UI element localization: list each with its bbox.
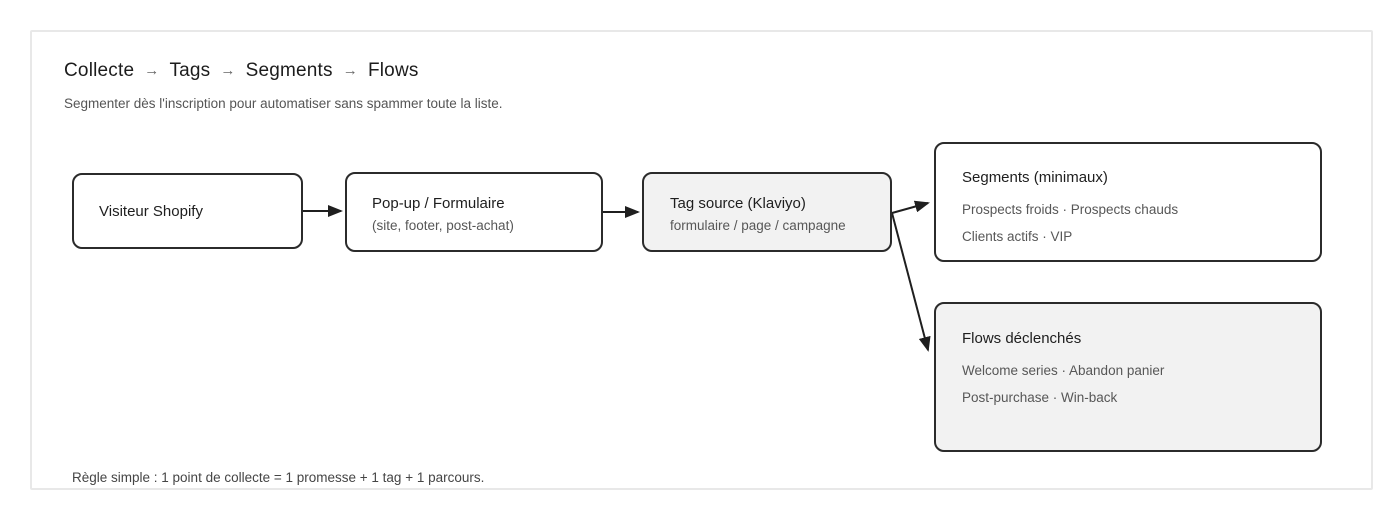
footer-rule-note: Règle simple : 1 point de collecte = 1 p… (72, 470, 485, 485)
node-line: Welcome series · Abandon panier (962, 363, 1165, 378)
title-word-segments: Segments (245, 60, 333, 81)
title-word-tags: Tags (169, 60, 211, 81)
page-title: Collecte → Tags → Segments → Flows (64, 60, 419, 82)
node-subtitle: (site, footer, post-achat) (372, 218, 514, 233)
edge-tag-to-flows (891, 212, 931, 352)
arrow-right-separator-icon: → (144, 62, 160, 79)
node-title: Flows déclenchés (962, 330, 1082, 347)
node-line: Clients actifs · VIP (962, 229, 1073, 244)
node-flows-declenches: Flows déclenchés Welcome series · Abando… (934, 302, 1322, 452)
node-title: Pop-up / Formulaire (372, 195, 505, 212)
arrow-right-separator-icon: → (342, 62, 358, 79)
edge-tag-to-segments (891, 200, 930, 214)
node-segments-minimaux: Segments (minimaux) Prospects froids · P… (934, 142, 1322, 262)
page-subtitle: Segmenter dès l'inscription pour automat… (64, 96, 503, 111)
node-title: Segments (minimaux) (962, 169, 1108, 186)
node-subtitle: formulaire / page / campagne (670, 218, 846, 233)
node-visiteur-shopify: Visiteur Shopify (72, 173, 303, 249)
node-title: Tag source (Klaviyo) (670, 195, 806, 212)
node-line: Post-purchase · Win-back (962, 390, 1118, 405)
node-tag-source-klaviyo: Tag source (Klaviyo) formulaire / page /… (642, 172, 892, 252)
node-title: Visiteur Shopify (99, 202, 203, 220)
node-popup-formulaire: Pop-up / Formulaire (site, footer, post-… (345, 172, 603, 252)
node-line: Prospects froids · Prospects chauds (962, 202, 1179, 217)
title-word-collecte: Collecte (64, 60, 135, 81)
title-word-flows: Flows (367, 60, 419, 81)
diagram-card: Collecte → Tags → Segments → Flows Segmenter d… (30, 30, 1373, 490)
arrow-right-separator-icon: → (220, 62, 236, 79)
